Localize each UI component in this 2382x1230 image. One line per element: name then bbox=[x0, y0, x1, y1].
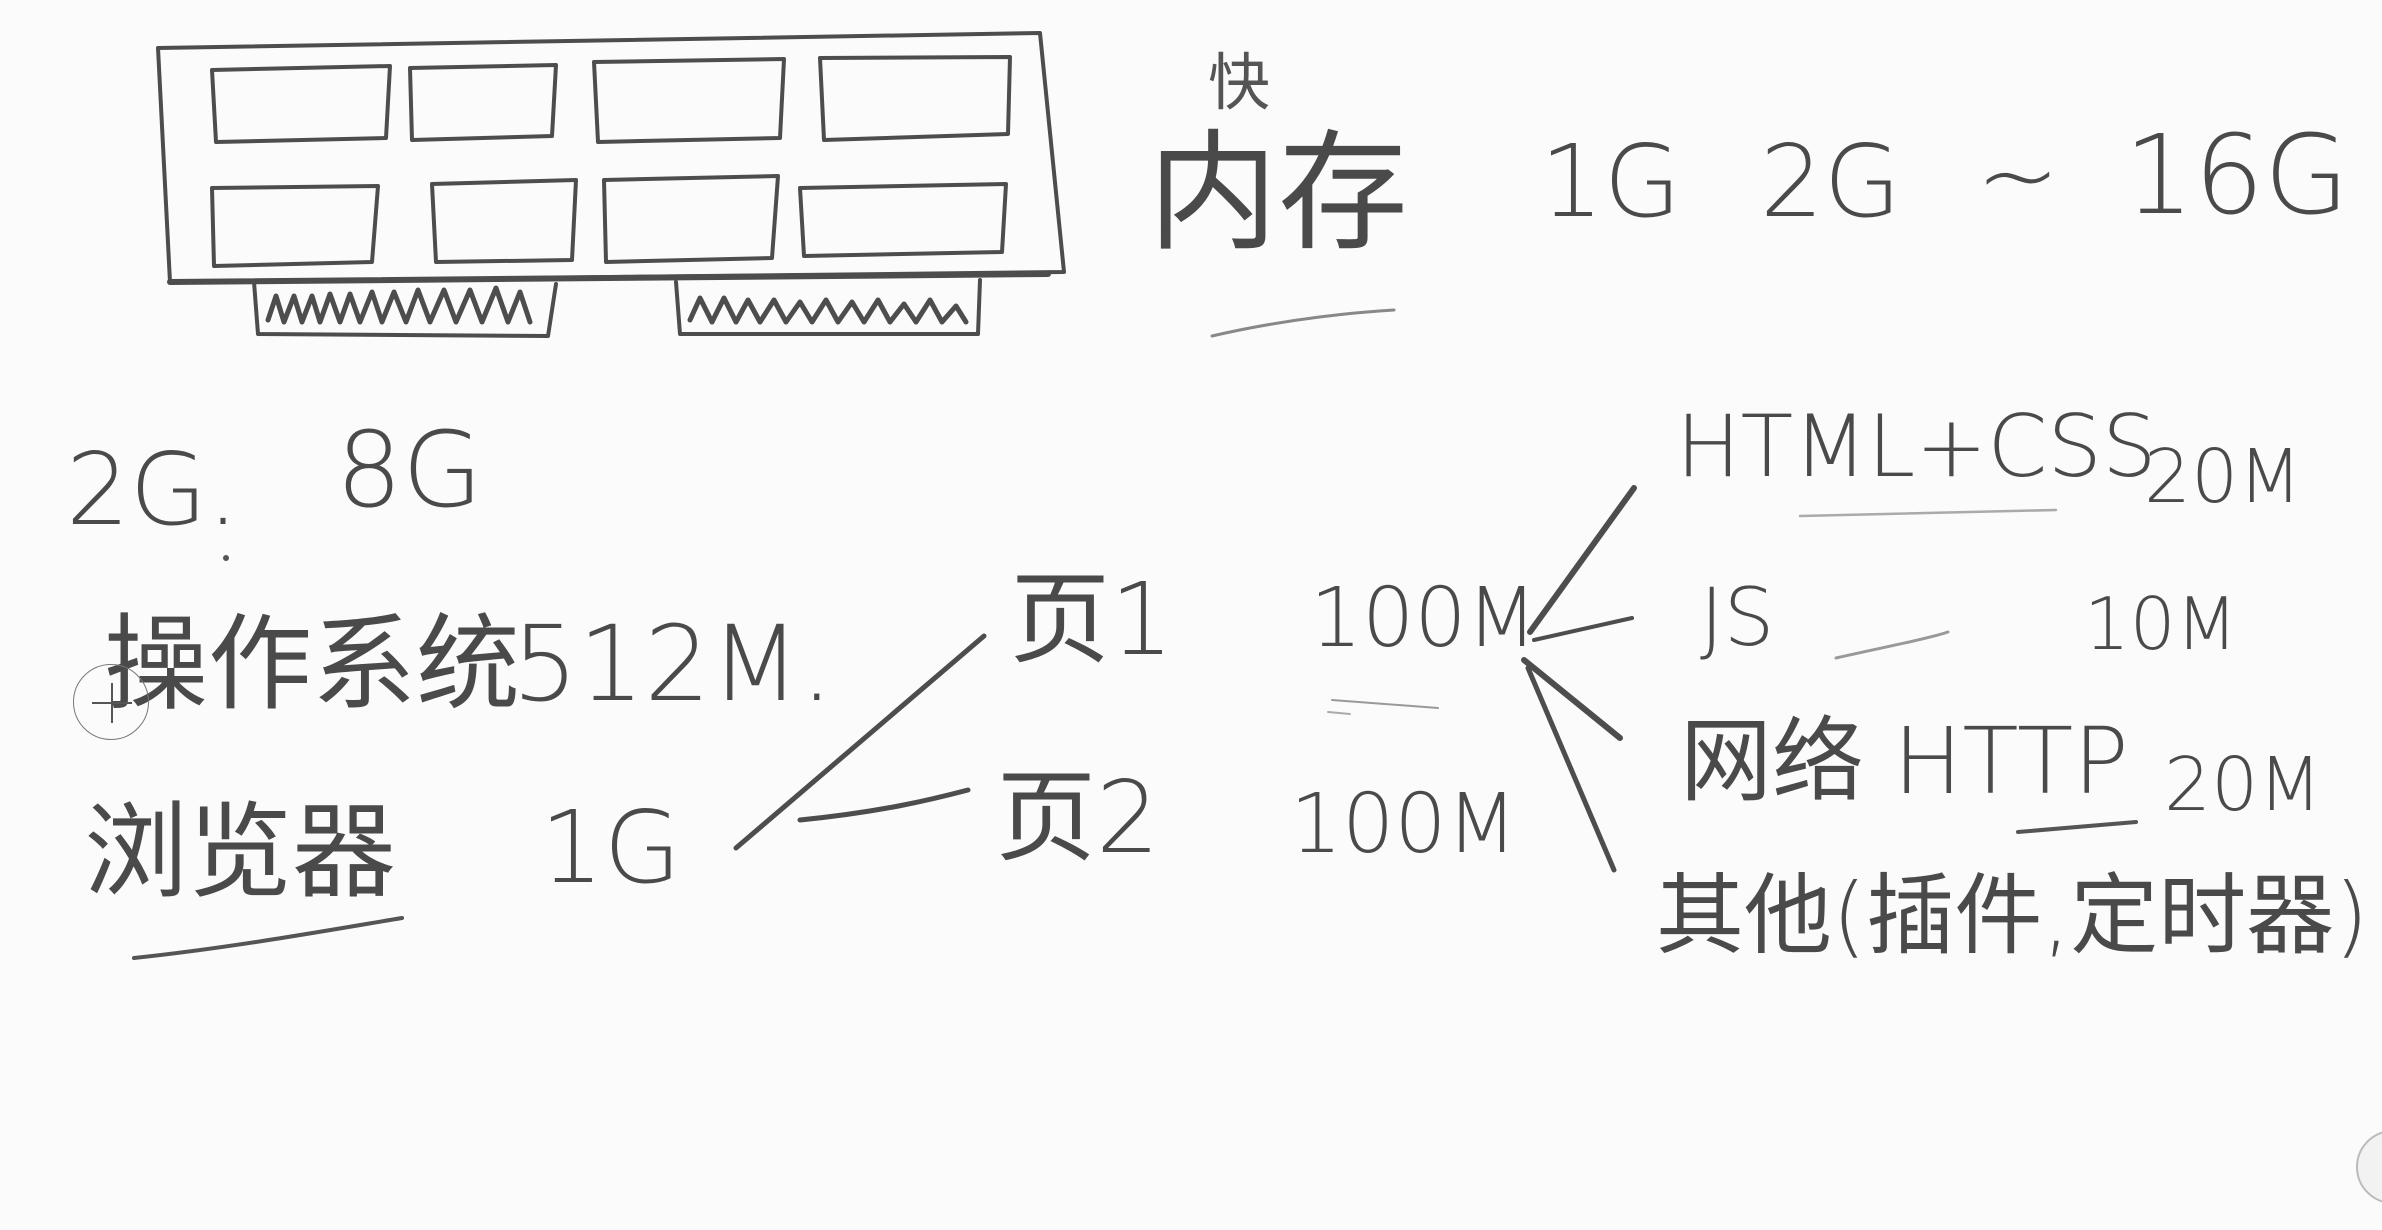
os-label: 操作系统 bbox=[104, 603, 521, 725]
capacity-1g: 1G bbox=[1540, 123, 1682, 240]
ram-module-drawing bbox=[156, 31, 1066, 338]
pen-cursor-icon bbox=[73, 664, 149, 740]
page1-label: 页1 bbox=[1010, 561, 1174, 678]
memory-heading: 内存 bbox=[1148, 117, 1409, 269]
capacity-16g: 16G bbox=[2124, 111, 2350, 239]
page1-size: 100M bbox=[1310, 571, 1538, 666]
browser-label: 浏览器 bbox=[84, 791, 397, 913]
page2-label: 页2 bbox=[996, 759, 1160, 876]
range-tilde: ~ bbox=[1976, 117, 2060, 234]
js-size: 10M bbox=[2084, 582, 2238, 666]
total-2g: 2G. bbox=[66, 431, 239, 548]
fast-note: 快 bbox=[1208, 46, 1271, 119]
html-css-size: 20M bbox=[2144, 434, 2303, 520]
capacity-2g: 2G bbox=[1760, 123, 1902, 240]
network-size: 20M bbox=[2164, 742, 2323, 828]
other-label: 其他(插件,定时器) bbox=[1656, 864, 2369, 967]
network-label: 网络 HTTP bbox=[1680, 708, 2129, 815]
js-label: JS bbox=[1700, 571, 1775, 664]
html-css-label: HTML+CSS bbox=[1676, 397, 2157, 497]
page2-size: 100M bbox=[1290, 777, 1518, 872]
browser-size: 1G bbox=[540, 789, 682, 906]
total-8g: 8G bbox=[336, 409, 483, 531]
os-size: 512M. bbox=[512, 603, 834, 725]
